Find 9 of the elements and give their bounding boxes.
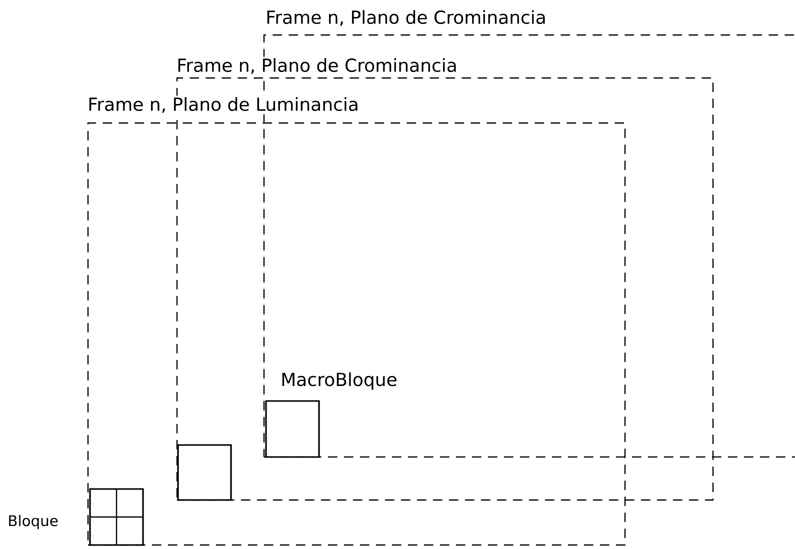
block-label: MacroBloque (282, 372, 396, 390)
frame-heading: Frame n, Plano de Crominancia (178, 58, 456, 74)
macroblock-square (265, 400, 320, 458)
block-label: Bloque (9, 514, 58, 530)
dashed-frame (176, 77, 714, 501)
frame-heading: Frame n, Plano de Luminancia (89, 97, 358, 113)
dashed-frame (87, 122, 626, 546)
frame-heading: Frame n, Plano de Crominancia (267, 10, 545, 26)
macroblock-square (177, 444, 232, 501)
